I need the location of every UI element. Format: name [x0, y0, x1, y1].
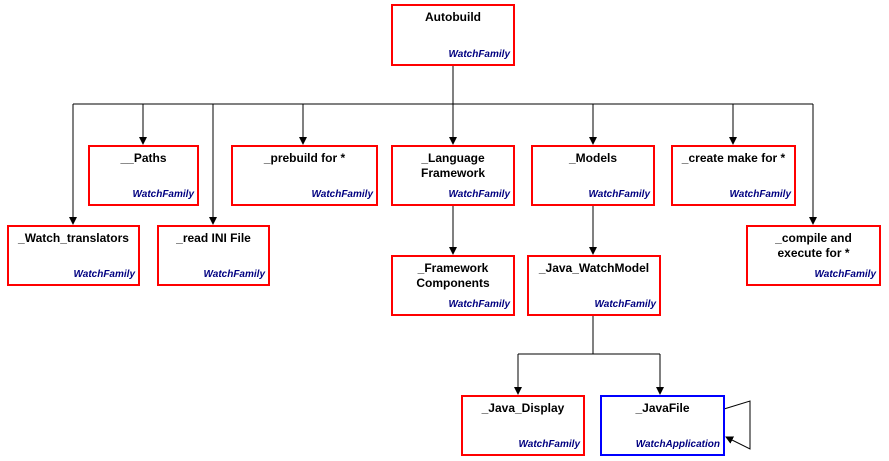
node-compile-execute-stereotype: WatchFamily	[814, 269, 877, 280]
node-read-ini-file[interactable]: _read INI File WatchFamily	[157, 225, 270, 286]
node-models-title: _Models	[568, 151, 617, 165]
node-java-display-stereotype: WatchFamily	[518, 439, 581, 450]
node-paths-stereotype: WatchFamily	[132, 189, 195, 200]
node-create-make[interactable]: _create make for * WatchFamily	[671, 145, 796, 206]
node-language-framework-title: _Language Framework	[420, 151, 486, 180]
node-paths[interactable]: __Paths WatchFamily	[88, 145, 199, 206]
node-prebuild-stereotype: WatchFamily	[311, 189, 374, 200]
node-java-watchmodel[interactable]: _Java_WatchModel WatchFamily	[527, 255, 661, 316]
node-models-stereotype: WatchFamily	[588, 189, 651, 200]
node-create-make-title: _create make for *	[681, 151, 786, 165]
node-models[interactable]: _Models WatchFamily	[531, 145, 655, 206]
node-compile-execute[interactable]: _compile and execute for * WatchFamily	[746, 225, 881, 286]
node-read-ini-file-stereotype: WatchFamily	[203, 269, 266, 280]
node-prebuild[interactable]: _prebuild for * WatchFamily	[231, 145, 378, 206]
node-framework-components-title: _Framework Components	[416, 261, 490, 290]
node-watch-translators[interactable]: _Watch_translators WatchFamily	[7, 225, 140, 286]
node-javafile-stereotype: WatchApplication	[635, 439, 720, 450]
node-watch-translators-stereotype: WatchFamily	[73, 269, 136, 280]
node-autobuild-title: Autobuild	[425, 10, 481, 24]
node-javafile-title: _JavaFile	[635, 401, 690, 415]
node-watch-translators-title: _Watch_translators	[18, 231, 129, 245]
node-paths-title: __Paths	[120, 151, 167, 165]
node-compile-execute-title: _compile and execute for *	[775, 231, 852, 260]
node-java-display-title: _Java_Display	[481, 401, 565, 415]
node-javafile[interactable]: _JavaFile WatchApplication	[600, 395, 725, 456]
node-java-display[interactable]: _Java_Display WatchFamily	[461, 395, 585, 456]
node-create-make-stereotype: WatchFamily	[729, 189, 792, 200]
node-java-watchmodel-title: _Java_WatchModel	[538, 261, 650, 275]
node-read-ini-file-title: _read INI File	[176, 231, 251, 245]
edge-javafile-self	[723, 400, 751, 450]
node-prebuild-title: _prebuild for *	[263, 151, 346, 165]
node-framework-components-stereotype: WatchFamily	[448, 299, 511, 310]
node-framework-components[interactable]: _Framework Components WatchFamily	[391, 255, 515, 316]
node-java-watchmodel-stereotype: WatchFamily	[594, 299, 657, 310]
node-language-framework-stereotype: WatchFamily	[448, 189, 511, 200]
node-autobuild[interactable]: Autobuild WatchFamily	[391, 4, 515, 66]
node-language-framework[interactable]: _Language Framework WatchFamily	[391, 145, 515, 206]
node-autobuild-stereotype: WatchFamily	[448, 49, 511, 60]
